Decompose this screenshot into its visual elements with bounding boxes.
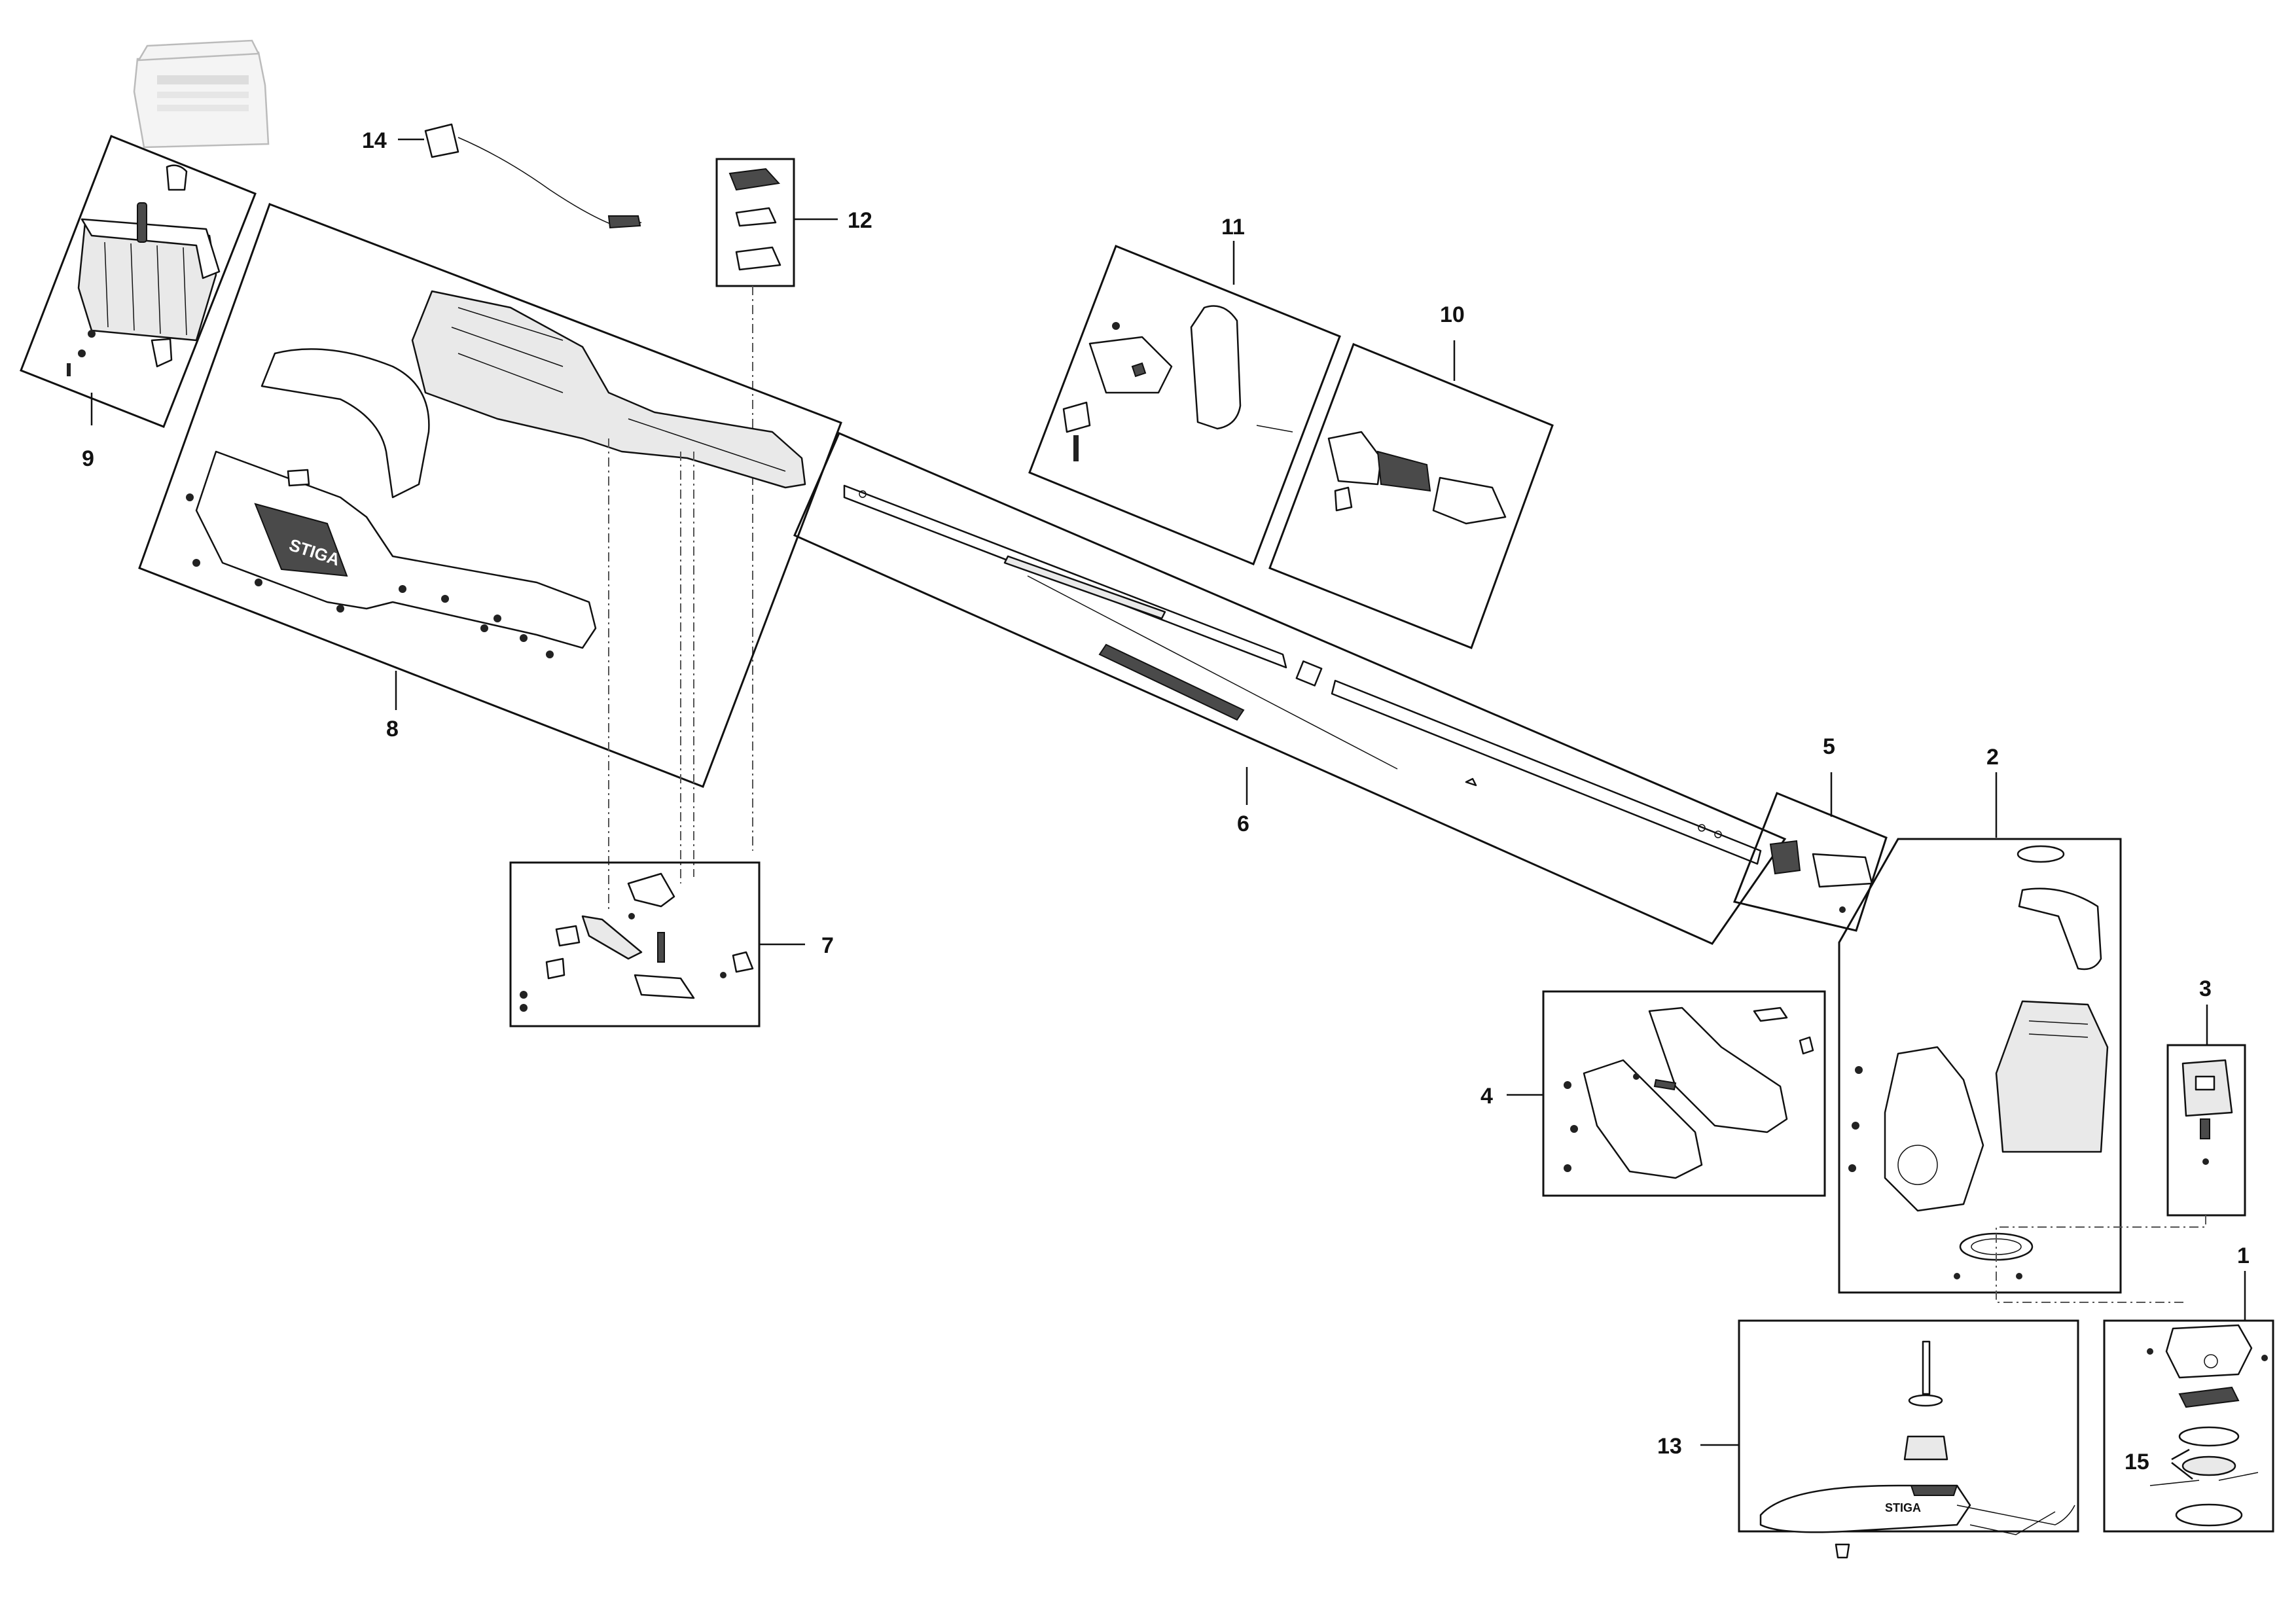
callout-3: 3	[2199, 976, 2212, 1001]
group-13-guard: STIGA 13	[1657, 1319, 2079, 1559]
group-10-shaft-coupling: 10	[1268, 302, 1554, 649]
group-3-motor: 3	[1996, 976, 2246, 1303]
callout-11: 11	[1221, 215, 1245, 240]
callout-2: 2	[1986, 745, 1999, 770]
callout-9: 9	[82, 446, 94, 471]
group-1-trimmer-spool: 1 15	[2103, 1243, 2274, 1533]
callout-14: 14	[362, 128, 387, 153]
group-7-trigger-parts: 7	[509, 861, 834, 1027]
callout-6: 6	[1237, 812, 1249, 836]
callout-15: 15	[2125, 1450, 2149, 1474]
group-9-battery-housing: 9	[20, 135, 257, 471]
group-14-wire-harness: 14	[362, 123, 642, 229]
callout-8: 8	[386, 717, 399, 741]
callout-4: 4	[1480, 1084, 1493, 1109]
callout-7: 7	[821, 933, 834, 958]
group-11-auxiliary-handle-clamp: 11	[1028, 215, 1341, 565]
callout-1: 1	[2237, 1243, 2250, 1268]
group-12-switch-parts: 12	[715, 158, 872, 851]
assembly-guide-lines	[608, 438, 694, 910]
callout-13: 13	[1657, 1434, 1682, 1459]
battery-pack	[133, 39, 270, 149]
callout-5: 5	[1823, 734, 1835, 759]
brand-mark-guard: STIGA	[1885, 1501, 1921, 1514]
callout-12: 12	[848, 208, 872, 233]
group-4-head-housing: 4	[1480, 990, 1826, 1197]
callout-10: 10	[1440, 302, 1465, 327]
group-6-drive-shaft: 6	[793, 432, 1787, 945]
group-8-handle-shells: STIGA 8	[138, 203, 842, 788]
group-2-motor-housing: 2	[1838, 745, 2122, 1294]
